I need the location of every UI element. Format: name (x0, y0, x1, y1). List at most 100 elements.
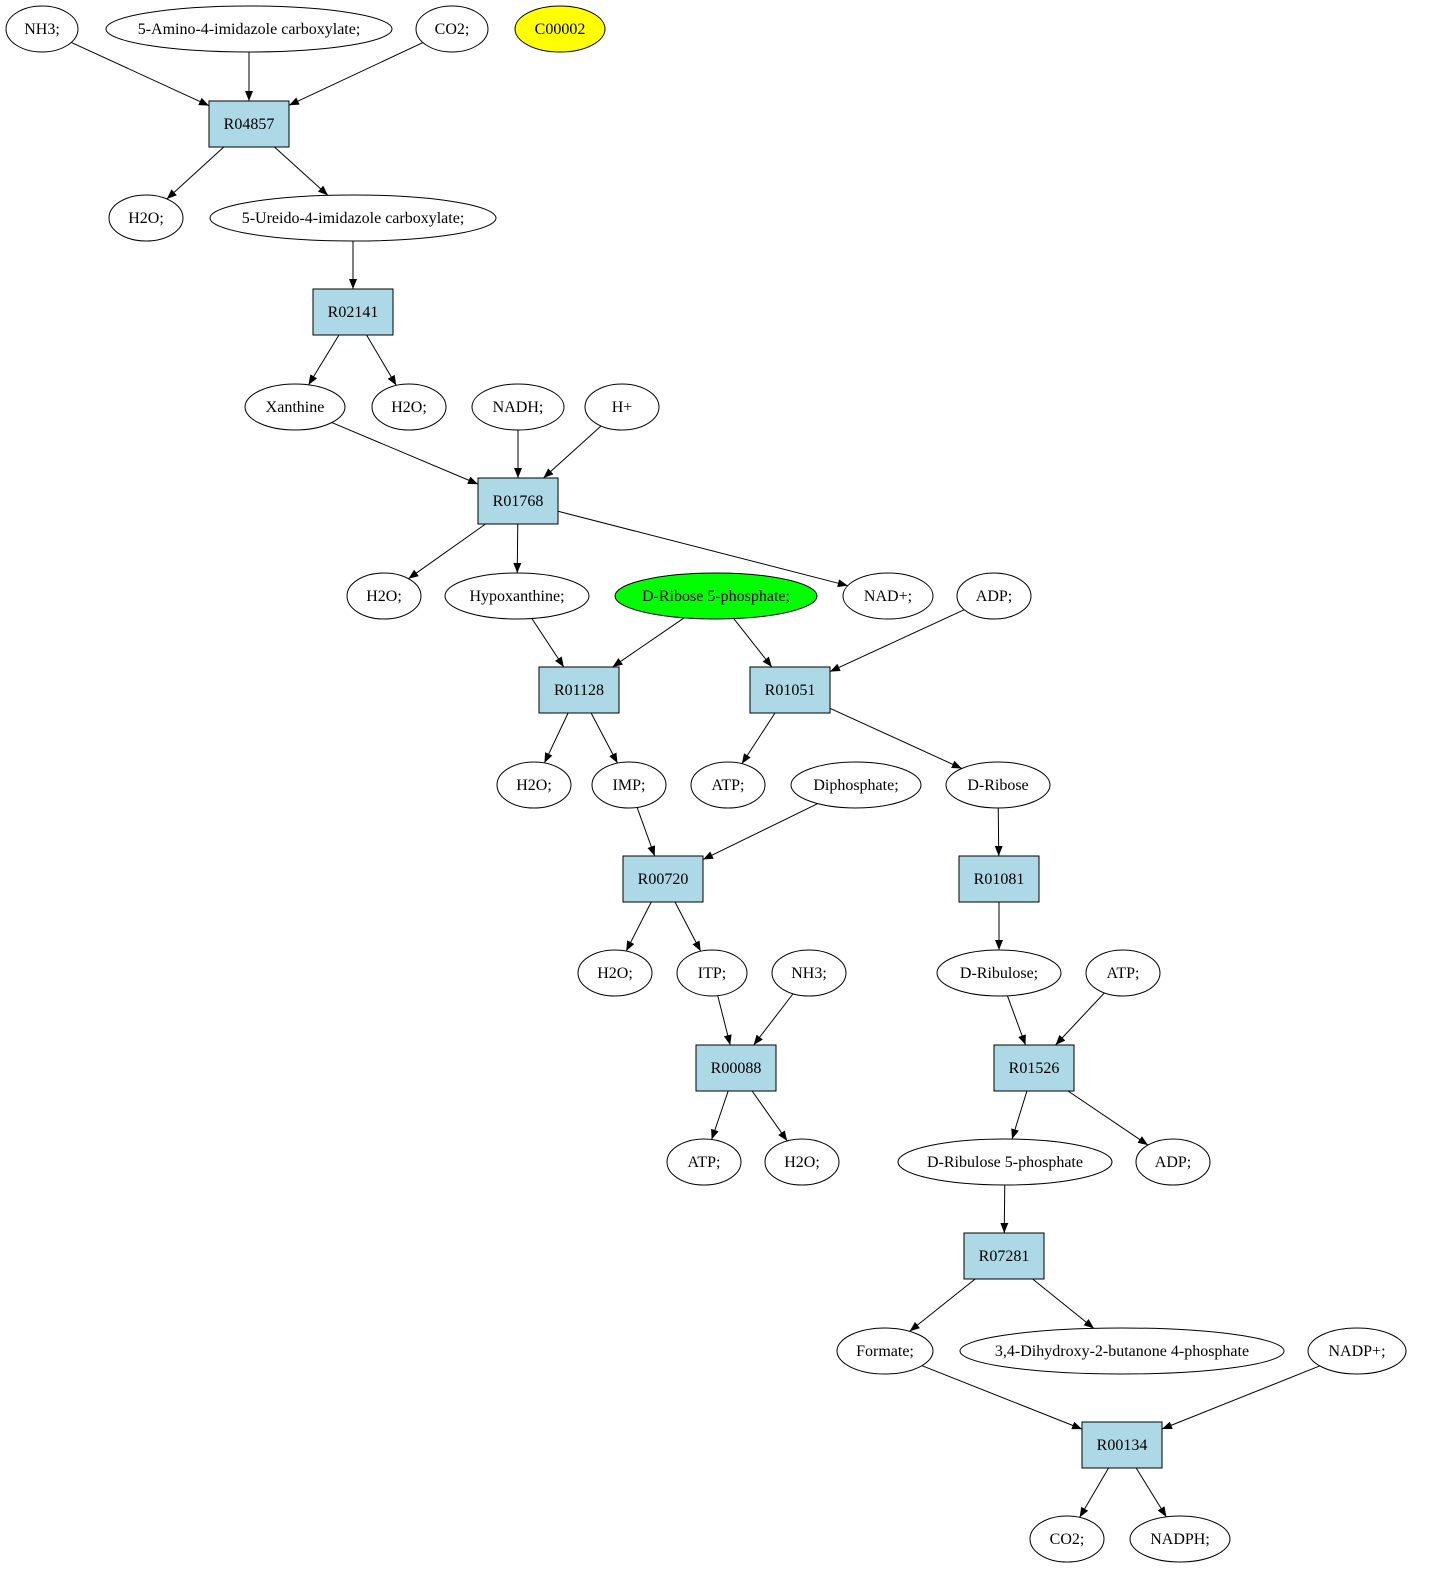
compound-node[interactable]: 5-Ureido-4-imidazole carboxylate; (209, 194, 497, 242)
node-label: H2O; (128, 210, 164, 227)
node-label: Xanthine (266, 399, 325, 416)
node-label: Diphosphate; (813, 777, 898, 794)
compound-node[interactable]: NH3; (771, 949, 847, 997)
node-label: 5-Amino-4-imidazole carboxylate; (138, 21, 361, 38)
reaction-node[interactable]: R01768 (477, 477, 559, 525)
node-label: H2O; (391, 399, 427, 416)
node-label: ADP; (1155, 1154, 1191, 1171)
compound-node[interactable]: D-Ribose (945, 761, 1051, 809)
edge-arrow (288, 42, 424, 106)
node-label: R07281 (979, 1248, 1030, 1265)
compound-node[interactable]: C00002 (514, 5, 606, 53)
compound-node[interactable]: NADH; (471, 383, 565, 431)
edge-arrow (1000, 1184, 1009, 1234)
reaction-node[interactable]: R01128 (538, 666, 620, 714)
node-label: H+ (612, 399, 633, 416)
edge-arrow (543, 425, 602, 479)
compound-node[interactable]: ITP; (676, 949, 748, 997)
reaction-node[interactable]: R00720 (622, 855, 704, 903)
compound-node[interactable]: H2O; (346, 572, 422, 620)
compound-node[interactable]: H2O; (108, 194, 184, 242)
edges (71, 41, 1320, 1518)
node-label: Hypoxanthine; (469, 588, 564, 605)
compound-node[interactable]: D-Ribose 5-phosphate; (614, 572, 818, 620)
edge-arrow (829, 707, 963, 769)
edge-arrow (166, 146, 225, 200)
compound-node[interactable]: CO2; (1029, 1515, 1105, 1563)
node-label: ATP; (712, 777, 745, 794)
compound-node[interactable]: IMP; (591, 761, 667, 809)
compound-node[interactable]: H2O; (764, 1138, 840, 1186)
node-label: CO2; (435, 21, 470, 38)
compound-node[interactable]: D-Ribulose; (936, 949, 1062, 997)
edge-arrow (531, 618, 565, 668)
edge-arrow (1006, 995, 1026, 1046)
edge-arrow (921, 1365, 1083, 1430)
node-label: NADPH; (1150, 1531, 1210, 1548)
node-label: R00088 (711, 1060, 762, 1077)
node-label: Formate; (856, 1343, 914, 1360)
compound-node[interactable]: H2O; (577, 949, 653, 997)
compound-node[interactable]: CO2; (415, 5, 489, 53)
edge-arrow (753, 993, 794, 1046)
compound-node[interactable]: Xanthine (244, 383, 346, 431)
compound-node[interactable]: ADP; (1135, 1138, 1211, 1186)
compound-node[interactable]: NH3; (5, 5, 79, 53)
compound-node[interactable]: ATP; (1085, 949, 1161, 997)
reaction-node[interactable]: R02141 (312, 288, 394, 336)
reaction-node[interactable]: R00134 (1081, 1421, 1163, 1469)
node-label: D-Ribose (967, 777, 1028, 794)
edge-arrow (625, 901, 652, 952)
compound-node[interactable]: NADPH; (1129, 1515, 1231, 1563)
edge-arrow (612, 617, 685, 668)
node-label: R01051 (765, 682, 816, 699)
reaction-node[interactable]: R07281 (963, 1232, 1045, 1280)
compound-node[interactable]: H2O; (371, 383, 447, 431)
edge-arrow (543, 712, 569, 764)
compound-node[interactable]: Diphosphate; (790, 761, 922, 809)
node-label: CO2; (1050, 1531, 1085, 1548)
node-label: NH3; (791, 965, 827, 982)
reaction-node[interactable]: R00088 (695, 1044, 777, 1092)
nodes: NH3; 5-Amino-4-imidazole carboxylate; CO2;… (5, 5, 1407, 1563)
edge-arrow (1011, 1090, 1028, 1140)
compound-node[interactable]: 3,4-Dihydroxy-2-butanone 4-phosphate (959, 1327, 1285, 1375)
edge-arrow (674, 901, 702, 952)
compound-node[interactable]: ADP; (956, 572, 1032, 620)
node-label: 5-Ureido-4-imidazole carboxylate; (242, 210, 465, 227)
edge-arrow (733, 618, 773, 668)
node-label: NAD+; (864, 588, 912, 605)
compound-node[interactable]: H2O; (496, 761, 572, 809)
reaction-node[interactable]: R01081 (958, 855, 1040, 903)
edge-arrow (636, 807, 656, 857)
reaction-node[interactable]: R04857 (208, 100, 290, 148)
compound-node[interactable]: D-Ribulose 5-phosphate (897, 1138, 1113, 1186)
node-label: C00002 (535, 21, 586, 38)
compound-node[interactable]: NAD+; (842, 572, 934, 620)
edge-arrow (994, 807, 1003, 857)
edge-arrow (274, 146, 329, 196)
node-label: R01128 (554, 682, 604, 699)
edge-arrow (331, 422, 479, 485)
compound-node[interactable]: H+ (584, 383, 660, 431)
compound-node[interactable]: Hypoxanthine; (444, 572, 590, 620)
compound-node[interactable]: 5-Amino-4-imidazole carboxylate; (105, 5, 393, 53)
compound-node[interactable]: NADP+; (1307, 1327, 1407, 1375)
edge-arrow (741, 712, 776, 764)
reaction-node[interactable]: R01051 (749, 666, 831, 714)
edge-arrow (1055, 992, 1105, 1046)
node-label: D-Ribose 5-phosphate; (642, 588, 790, 605)
edge-arrow (1067, 1090, 1149, 1146)
compound-node[interactable]: ATP; (690, 761, 766, 809)
compound-node[interactable]: Formate; (836, 1327, 934, 1375)
edge-arrow (751, 1090, 788, 1142)
compound-node[interactable]: ATP; (666, 1138, 742, 1186)
node-label: 3,4-Dihydroxy-2-butanone 4-phosphate (995, 1343, 1249, 1360)
reaction-node[interactable]: R01526 (993, 1044, 1075, 1092)
node-label: R01081 (974, 871, 1025, 888)
edge-arrow (1079, 1467, 1109, 1518)
node-label: NH3; (24, 21, 60, 38)
node-label: H2O; (366, 588, 402, 605)
